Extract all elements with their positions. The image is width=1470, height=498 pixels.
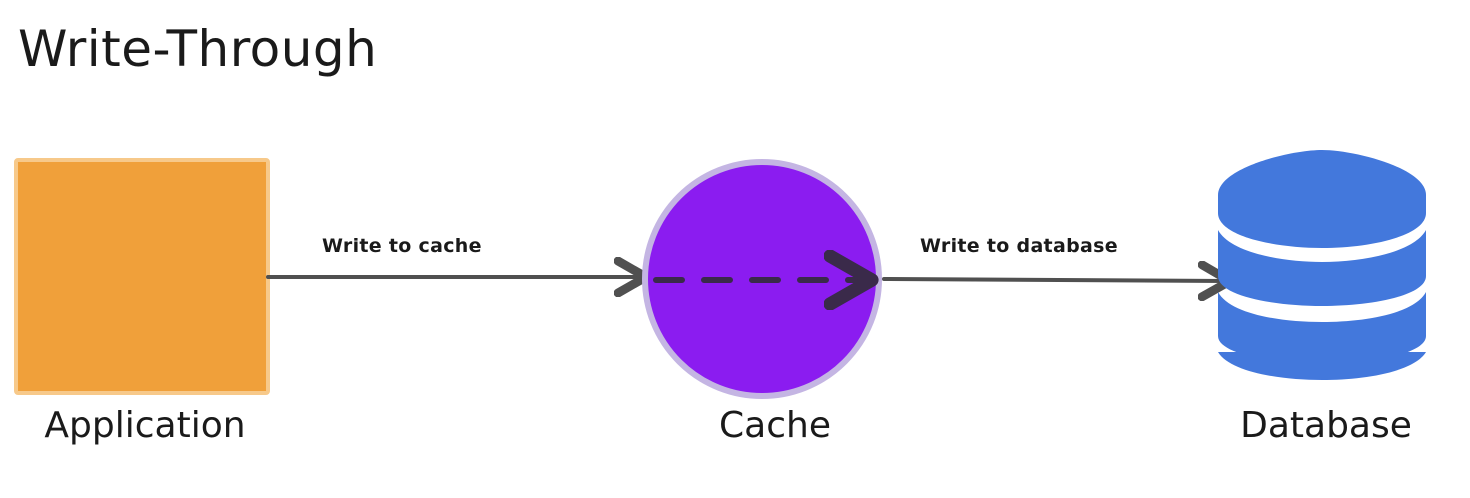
application-node	[14, 158, 270, 395]
diagram-title: Write-Through	[18, 20, 378, 78]
app-to-cache-label: Write to cache	[322, 235, 482, 257]
cache-label: Cache	[719, 405, 831, 446]
cache-to-database-arrow	[882, 279, 1226, 281]
cache-to-database-label: Write to database	[920, 235, 1118, 257]
database-icon	[1218, 150, 1426, 380]
database-label: Database	[1240, 405, 1412, 446]
application-label: Application	[44, 405, 246, 446]
